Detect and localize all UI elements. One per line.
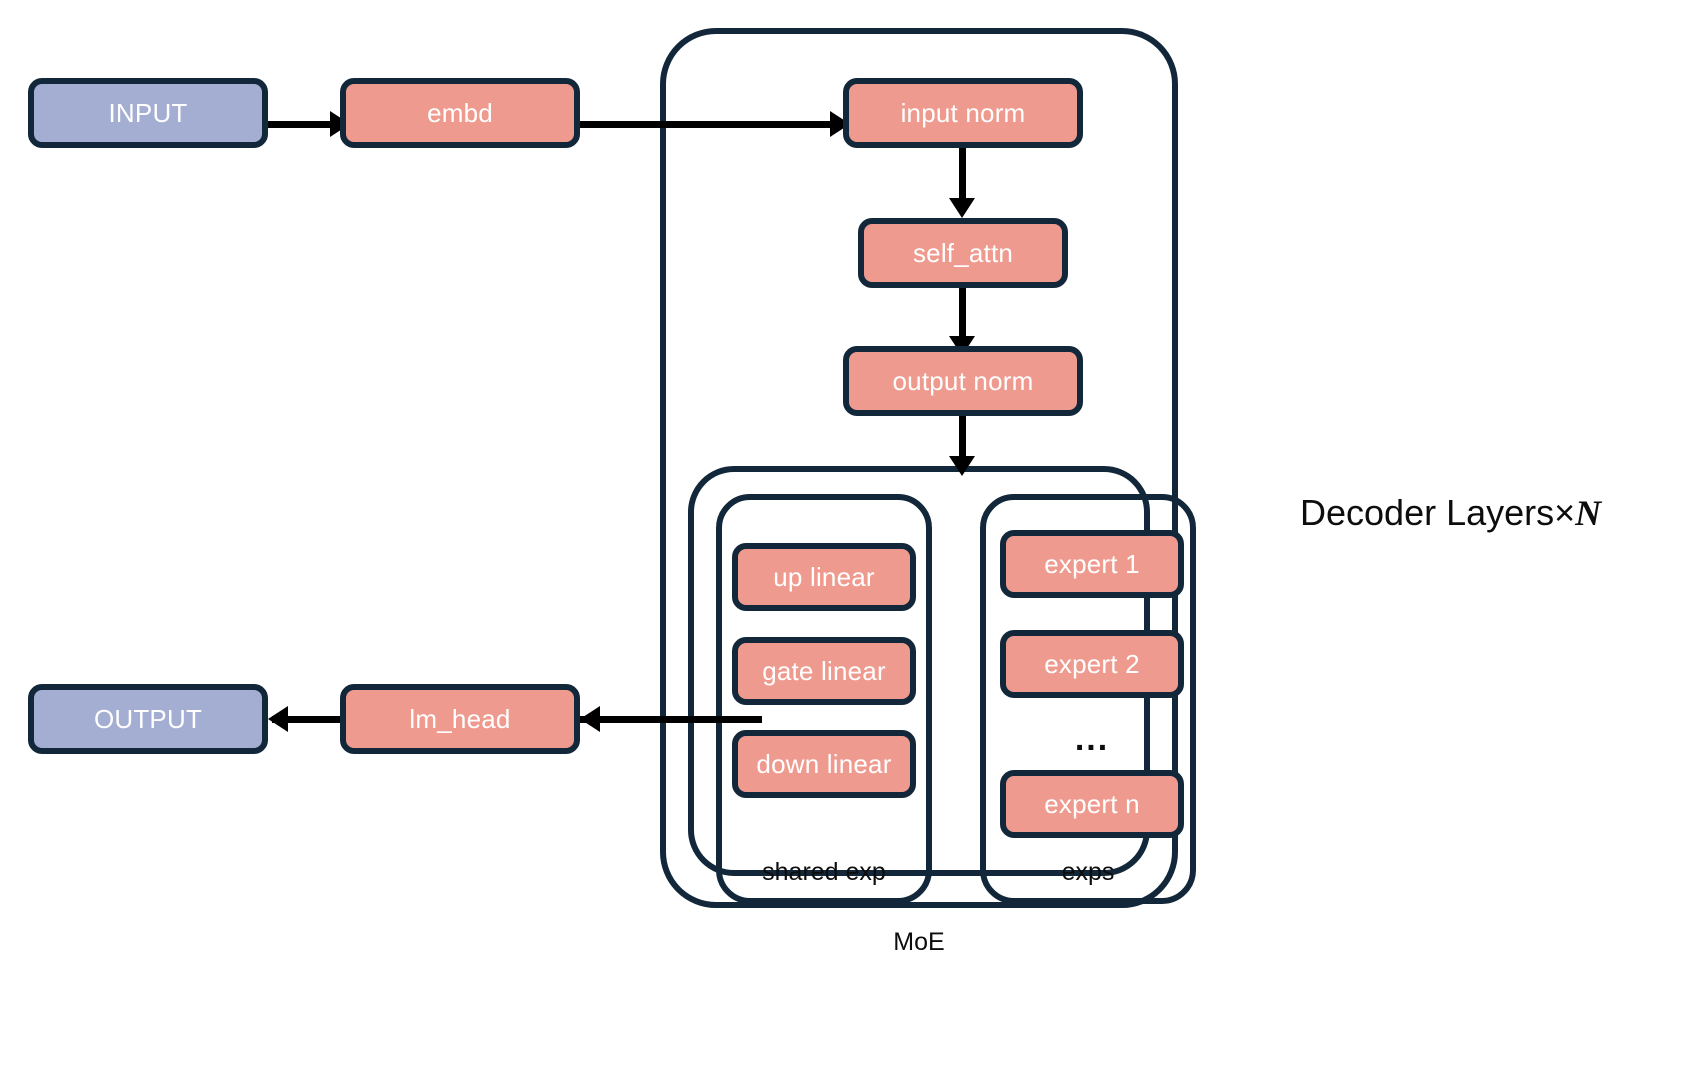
edge-self-attn-to-output-norm: [959, 288, 966, 346]
decoder-layers-container: [660, 28, 1178, 908]
node-up-linear[interactable]: up linear: [732, 543, 916, 611]
decoder-layers-caption-text: Decoder Layers×: [1300, 492, 1576, 533]
edge-output-norm-to-moe: [959, 416, 966, 466]
node-output-norm[interactable]: output norm: [843, 346, 1083, 416]
arrowhead-lm-head-to-output: [268, 706, 288, 732]
node-input-norm[interactable]: input norm: [843, 78, 1083, 148]
arrowhead-moe-to-lm-head: [580, 706, 600, 732]
shared-exp-group-label: shared exp: [762, 858, 886, 886]
edge-embd-to-input-norm: [580, 121, 840, 128]
node-expert-1[interactable]: expert 1: [1000, 530, 1184, 598]
edge-moe-to-lm-head: [580, 716, 762, 723]
moe-group-label: MoE: [893, 928, 945, 956]
edge-input-norm-to-self-attn: [959, 148, 966, 208]
node-embd[interactable]: embd: [340, 78, 580, 148]
shared-exp-container: [716, 494, 932, 904]
exps-group-label: exps: [1061, 858, 1115, 886]
experts-ellipsis: ...: [1074, 720, 1110, 758]
decoder-layers-caption: Decoder Layers×N: [1300, 492, 1602, 533]
arrowhead-input-norm-to-self-attn: [949, 198, 975, 218]
edge-input-to-embd: [268, 121, 338, 128]
node-self-attn[interactable]: self_attn: [858, 218, 1068, 288]
node-input[interactable]: INPUT: [28, 78, 268, 148]
node-gate-linear[interactable]: gate linear: [732, 637, 916, 705]
exps-container: [980, 494, 1196, 904]
decoder-layers-caption-variable: N: [1575, 493, 1602, 533]
edge-lm-head-to-output: [272, 716, 342, 723]
arrowhead-output-norm-to-moe: [949, 456, 975, 476]
node-lm-head[interactable]: lm_head: [340, 684, 580, 754]
node-output[interactable]: OUTPUT: [28, 684, 268, 754]
node-expert-n[interactable]: expert n: [1000, 770, 1184, 838]
node-expert-2[interactable]: expert 2: [1000, 630, 1184, 698]
node-down-linear[interactable]: down linear: [732, 730, 916, 798]
